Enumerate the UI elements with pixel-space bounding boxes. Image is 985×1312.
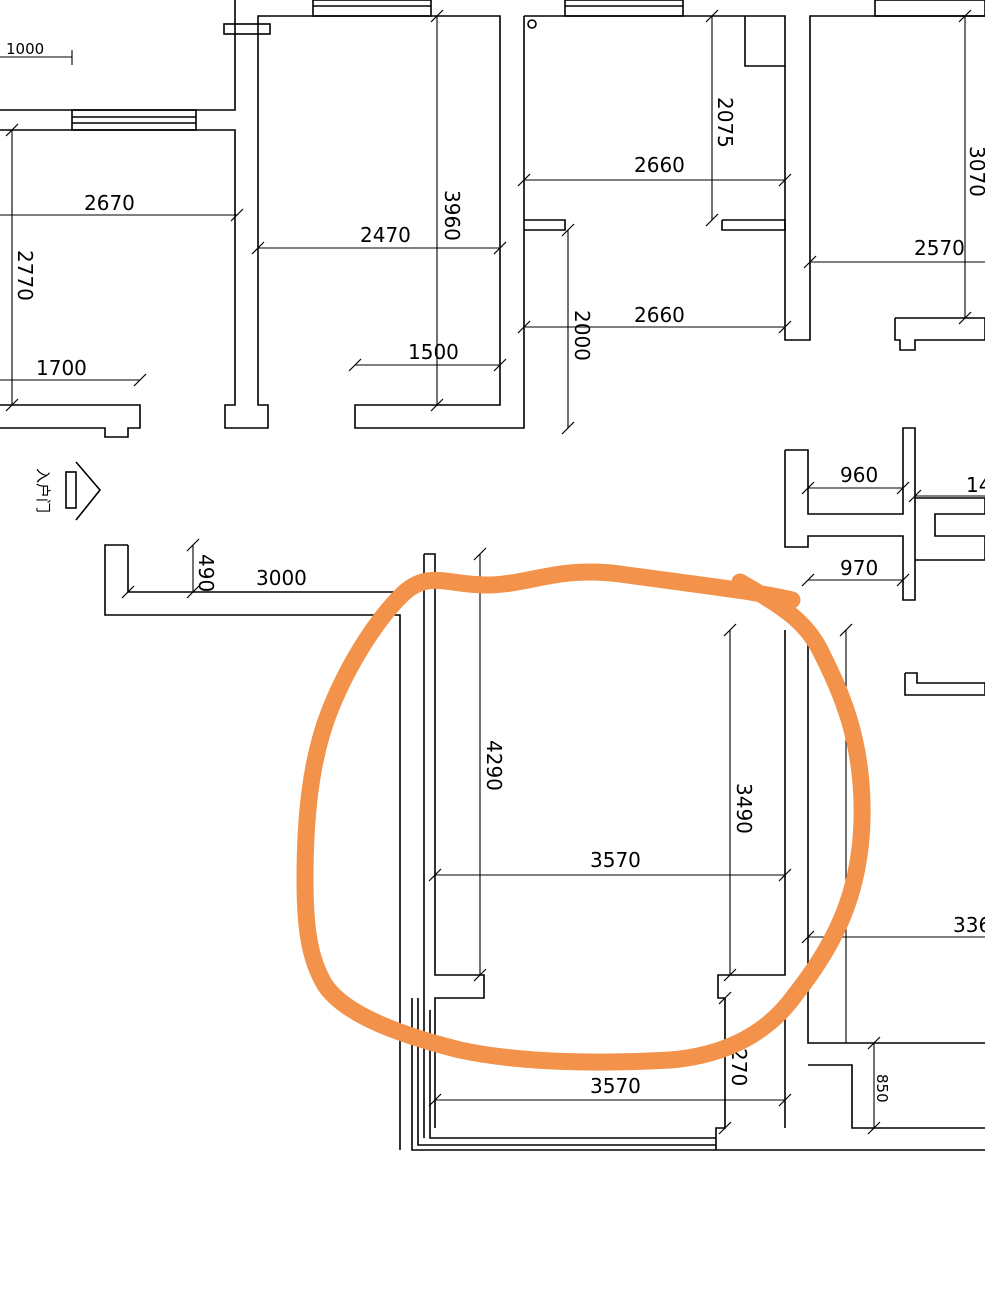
wall-living-frame-2 xyxy=(417,998,716,1146)
dim-2570: 2570 xyxy=(914,236,965,260)
dim-1500: 1500 xyxy=(408,340,459,364)
wall-right-stub xyxy=(904,672,985,696)
dim-3070: 3070 xyxy=(965,146,985,197)
wall-service xyxy=(784,427,916,601)
dim-970: 970 xyxy=(840,556,878,580)
dim-1000: 1000 xyxy=(6,40,44,58)
dimension-lines xyxy=(0,9,985,1135)
wall-living-frame-3 xyxy=(429,1010,716,1139)
dim-490: 490 xyxy=(194,554,218,592)
wall-entrance-corridor xyxy=(104,544,401,1150)
window-right-top xyxy=(564,0,684,17)
dim-3570-lower: 3570 xyxy=(590,1074,641,1098)
dimension-labels: 1000 2670 2770 1700 2470 3960 1500 2075 … xyxy=(6,40,985,1103)
dim-336: 336 xyxy=(953,913,985,937)
window-top-left xyxy=(71,109,197,131)
wall-service-right xyxy=(915,497,985,561)
wall-living-right xyxy=(715,630,786,1150)
wall-right-room xyxy=(524,15,985,341)
dim-2670: 2670 xyxy=(84,191,135,215)
window-far-right-top xyxy=(874,0,985,17)
dim-4290: 4290 xyxy=(482,740,506,791)
wall-closet xyxy=(744,16,785,67)
window-center-top xyxy=(312,0,432,17)
wall-living-right-lower xyxy=(808,1064,985,1129)
dim-2660-lower: 2660 xyxy=(634,303,685,327)
window-top-small xyxy=(223,23,271,35)
wall-bottom-left-room xyxy=(0,404,141,438)
highlight-circle-annotation xyxy=(296,563,871,1071)
wall-top-left-lower xyxy=(0,129,269,429)
dim-3570-upper: 3570 xyxy=(590,848,641,872)
dim-3490: 3490 xyxy=(732,783,756,834)
wall-right-lower xyxy=(894,317,985,351)
dim-3000: 3000 xyxy=(256,566,307,590)
dim-2470: 2470 xyxy=(360,223,411,247)
wall-bath-sep xyxy=(524,219,566,231)
entrance-marker: 入户门 xyxy=(34,461,102,521)
dim-2075: 2075 xyxy=(713,97,737,148)
wall-bath-sep2 xyxy=(721,219,786,231)
wall-living-left xyxy=(424,553,485,1128)
wall-living-frame xyxy=(411,998,985,1151)
dim-850: 850 xyxy=(873,1074,891,1103)
dim-2000: 2000 xyxy=(570,310,594,361)
dim-2660-upper: 2660 xyxy=(634,153,685,177)
wall-bedroom-center xyxy=(257,15,525,429)
wall-living-right-outer xyxy=(807,630,985,1044)
walls xyxy=(0,0,985,1151)
dim-14: 14 xyxy=(966,473,985,497)
dim-1700: 1700 xyxy=(36,356,87,380)
dim-2770: 2770 xyxy=(13,250,37,301)
dim-3960: 3960 xyxy=(440,190,464,241)
dim-960: 960 xyxy=(840,463,878,487)
entrance-label: 入户门 xyxy=(34,468,52,513)
